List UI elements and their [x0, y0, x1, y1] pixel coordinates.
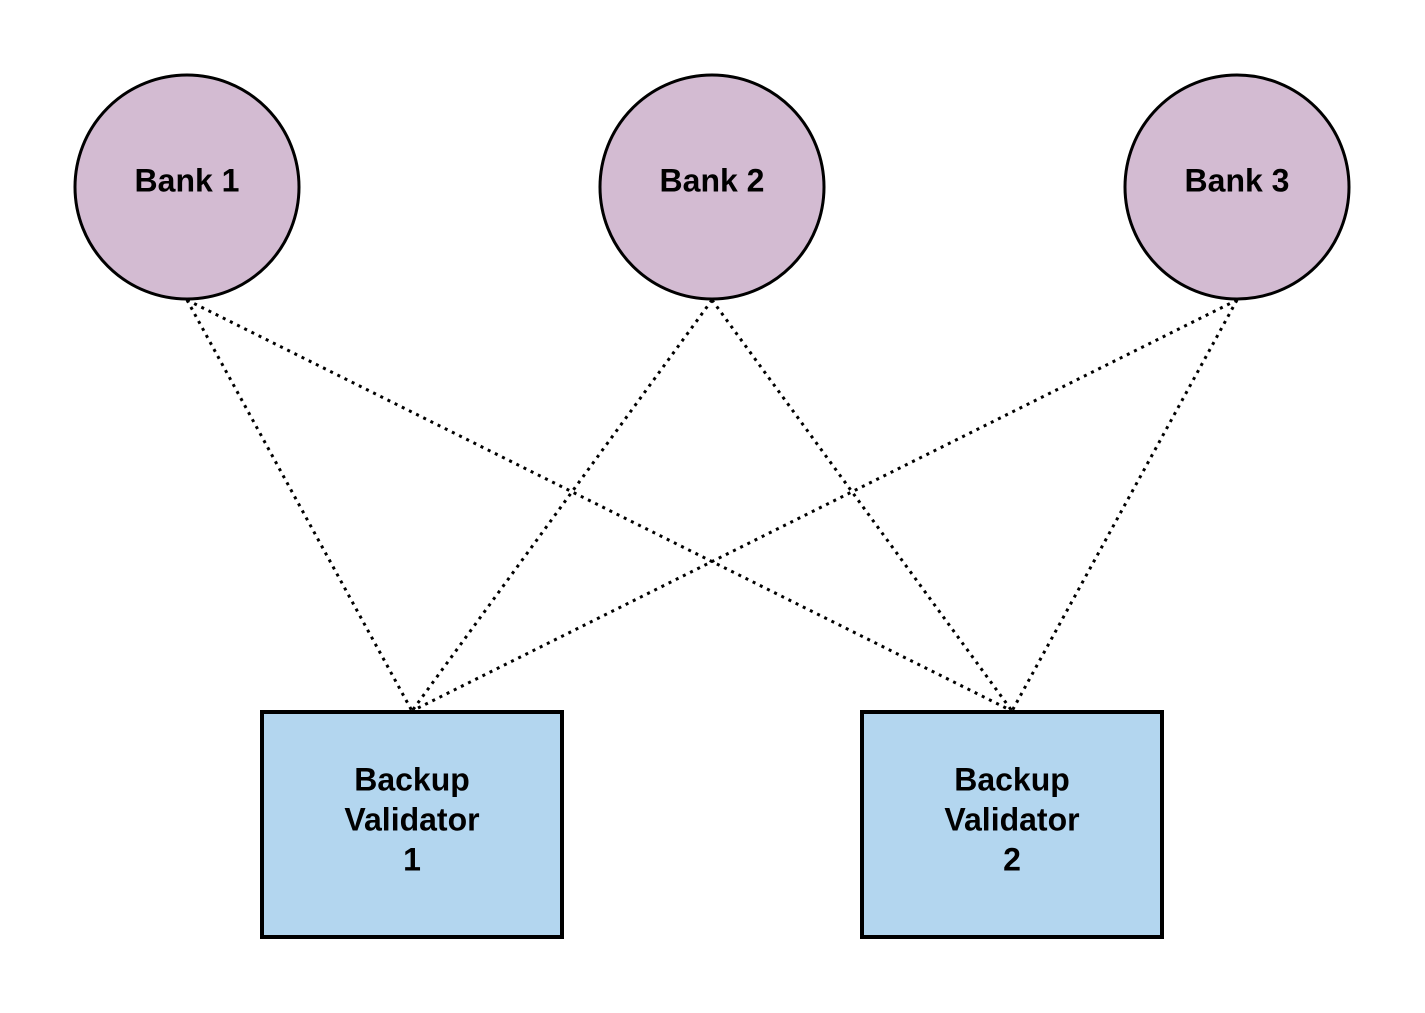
connector-bank1-validator2	[186, 298, 1013, 713]
connector-bank1-validator1	[185, 299, 414, 712]
validator-node-1[interactable]: Backup Validator 1	[260, 710, 564, 939]
bank-label: Bank 3	[1185, 162, 1290, 198]
validator-label-line-1: Backup	[354, 761, 470, 797]
bank-label: Bank 1	[135, 162, 240, 198]
validator-label-line-1: Backup	[954, 761, 1070, 797]
validator-label-line-3: 1	[403, 841, 421, 877]
validator-label-line-3: 2	[1003, 841, 1021, 877]
validator-box	[860, 710, 1164, 939]
connector-bank3-validator1	[411, 298, 1238, 713]
validator-label-line-2: Validator	[944, 801, 1079, 837]
connector-bank2-validator2	[710, 299, 1014, 712]
bank-circle	[73, 73, 301, 301]
bank-circle	[598, 73, 826, 301]
bank-node-2[interactable]: Bank 2	[598, 73, 826, 301]
validator-box	[260, 710, 564, 939]
validator-node-2[interactable]: Backup Validator 2	[860, 710, 1164, 939]
connections-layer	[185, 298, 1239, 713]
bank-node-3[interactable]: Bank 3	[1123, 73, 1351, 301]
bank-label: Bank 2	[660, 162, 765, 198]
connector-bank3-validator2	[1010, 299, 1239, 712]
connector-bank2-validator1	[410, 299, 714, 712]
bank-node-1[interactable]: Bank 1	[73, 73, 301, 301]
validator-label-line-2: Validator	[344, 801, 479, 837]
bank-circle	[1123, 73, 1351, 301]
